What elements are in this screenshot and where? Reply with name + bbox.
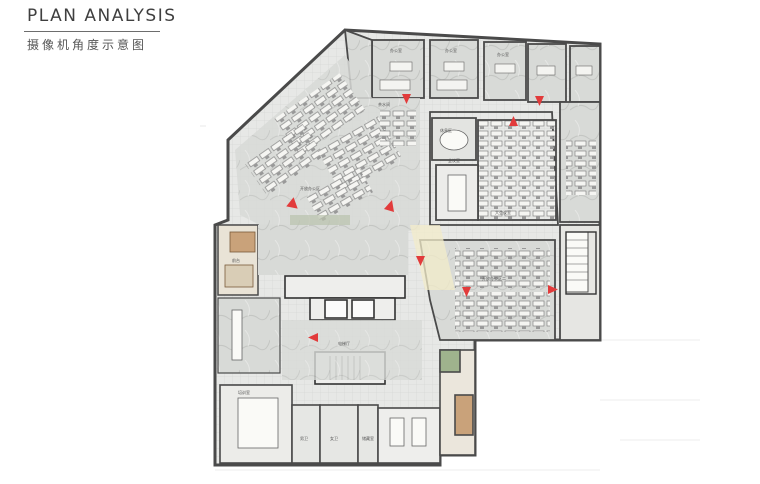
room-label: 前台 <box>232 257 240 263</box>
room-label: 电梯厅 <box>338 340 350 346</box>
room-labels: 办公室 办公室 办公室 会议室 前台 茶水间 开放办公区 休息区 大会议室 电梯… <box>232 47 511 441</box>
room-label: 培训室 <box>238 389 250 395</box>
room-label: 茶水间 <box>378 101 390 107</box>
title-divider <box>24 31 160 32</box>
camera-arrow-icon <box>384 200 394 212</box>
page-title: PLAN ANALYSIS <box>27 6 177 26</box>
room-label: 办公室 <box>390 47 402 53</box>
camera-arrow-icon <box>509 116 518 126</box>
grid-lines <box>200 125 700 471</box>
camera-arrow-icon <box>402 94 411 104</box>
page-subtitle: 摄像机角度示意图 <box>27 38 148 52</box>
camera-arrow-icon <box>462 287 471 297</box>
room-label: 男卫 <box>300 436 308 441</box>
room-label: 会议室 <box>448 157 460 163</box>
office-furniture <box>379 61 593 91</box>
lower-right-office <box>410 225 556 341</box>
center-rooms <box>429 111 559 226</box>
camera-arrow-icon <box>308 333 318 342</box>
reception-area <box>217 224 408 374</box>
camera-arrow-icon <box>548 285 558 294</box>
staircase <box>565 231 597 295</box>
camera-arrow-icon <box>286 197 298 209</box>
room-label: 办公室 <box>445 47 457 53</box>
camera-arrow-icon <box>416 256 425 266</box>
right-rooms <box>559 101 601 341</box>
bottom-rooms <box>219 349 476 464</box>
room-label: 办公室 <box>497 51 509 57</box>
elevator-core <box>282 275 422 385</box>
room-label: 储藏室 <box>362 435 374 441</box>
room-label: 开放办公区 <box>300 185 320 191</box>
camera-arrow-icon <box>535 96 544 106</box>
room-label: 开放办公区二 <box>482 275 506 281</box>
room-label: 休息区 <box>440 127 452 133</box>
camera-arrows <box>286 94 558 342</box>
room-label: 大会议室 <box>495 209 511 215</box>
room-label: 女卫 <box>330 435 338 441</box>
